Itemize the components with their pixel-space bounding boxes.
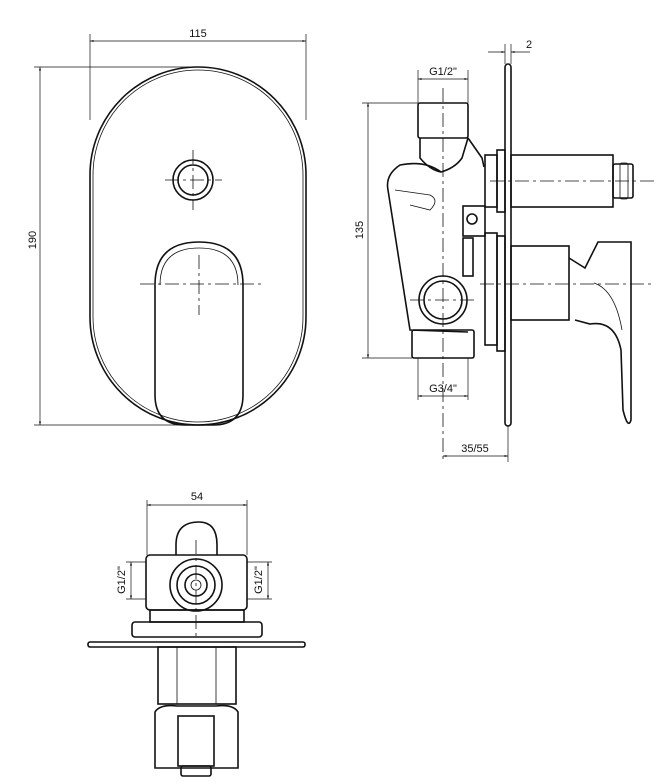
dim-height-190: 190 bbox=[27, 231, 39, 249]
wall-plate bbox=[504, 63, 512, 427]
dim-width-54: 54 bbox=[191, 491, 203, 503]
dim-right-inlet: G1/2" bbox=[253, 566, 265, 594]
lower-nut bbox=[484, 232, 498, 346]
top-cap bbox=[175, 521, 218, 555]
dim-depth: 35/55 bbox=[461, 443, 489, 455]
side-view: 2 G1/2" 135 G3/4" 35/55 bbox=[354, 39, 654, 462]
valve-body bbox=[145, 554, 248, 611]
dim-top-inlet: G1/2" bbox=[429, 66, 457, 78]
dim-left-inlet: G1/2" bbox=[116, 566, 128, 594]
bottom-view: 54 G1/2" G1/2" bbox=[87, 491, 306, 777]
dim-width-115: 115 bbox=[189, 28, 207, 40]
dim-height-135: 135 bbox=[354, 221, 366, 239]
dim-plate-thickness: 2 bbox=[526, 39, 532, 51]
front-view: 115 190 bbox=[27, 28, 307, 426]
dim-bottom-outlet: G3/4" bbox=[429, 383, 457, 395]
lever-handle bbox=[154, 241, 244, 426]
cover-plate bbox=[89, 66, 307, 426]
handle-body bbox=[510, 245, 570, 321]
